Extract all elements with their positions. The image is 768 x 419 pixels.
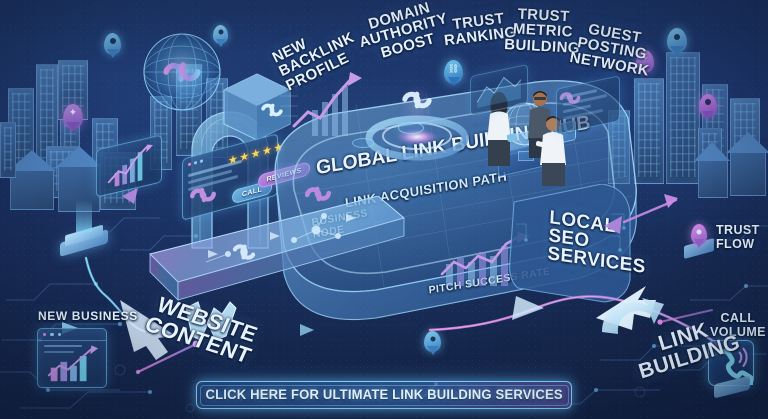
data-node-platform bbox=[60, 200, 108, 257]
analytics-screen-left bbox=[96, 134, 162, 198]
map-pin-icon bbox=[213, 25, 228, 47]
website-content-logo bbox=[185, 301, 237, 341]
map-pin-icon bbox=[104, 33, 121, 58]
chain-link-icon bbox=[304, 186, 332, 202]
trust-flow-icon bbox=[684, 224, 714, 260]
map-pin-icon: ✦ bbox=[636, 50, 654, 76]
hub-node-disc bbox=[398, 122, 424, 134]
globe-link-hologram bbox=[143, 33, 221, 111]
new-business-card bbox=[37, 328, 107, 388]
map-pin-icon: ⛓ bbox=[444, 60, 463, 87]
central-hub-portal bbox=[365, 80, 469, 161]
chain-link-icon bbox=[190, 187, 216, 203]
map-pin-icon bbox=[667, 28, 687, 56]
link-acquisition-bridge bbox=[149, 196, 406, 301]
hub-node-disc bbox=[352, 138, 374, 148]
map-pin-icon: ✦ bbox=[63, 104, 83, 132]
local-seo-panel bbox=[509, 184, 631, 303]
growth-chart-hub bbox=[280, 72, 362, 136]
link-building-arrow bbox=[602, 298, 664, 334]
chain-link-cube bbox=[223, 73, 291, 141]
background-screen-map bbox=[470, 63, 528, 117]
cta-label: CLICK HERE FOR ULTIMATE LINK BUILDING SE… bbox=[205, 387, 563, 403]
chain-link-icon bbox=[559, 92, 581, 104]
map-pin-icon bbox=[699, 94, 717, 120]
cta-banner[interactable]: CLICK HERE FOR ULTIMATE LINK BUILDING SE… bbox=[196, 381, 572, 409]
